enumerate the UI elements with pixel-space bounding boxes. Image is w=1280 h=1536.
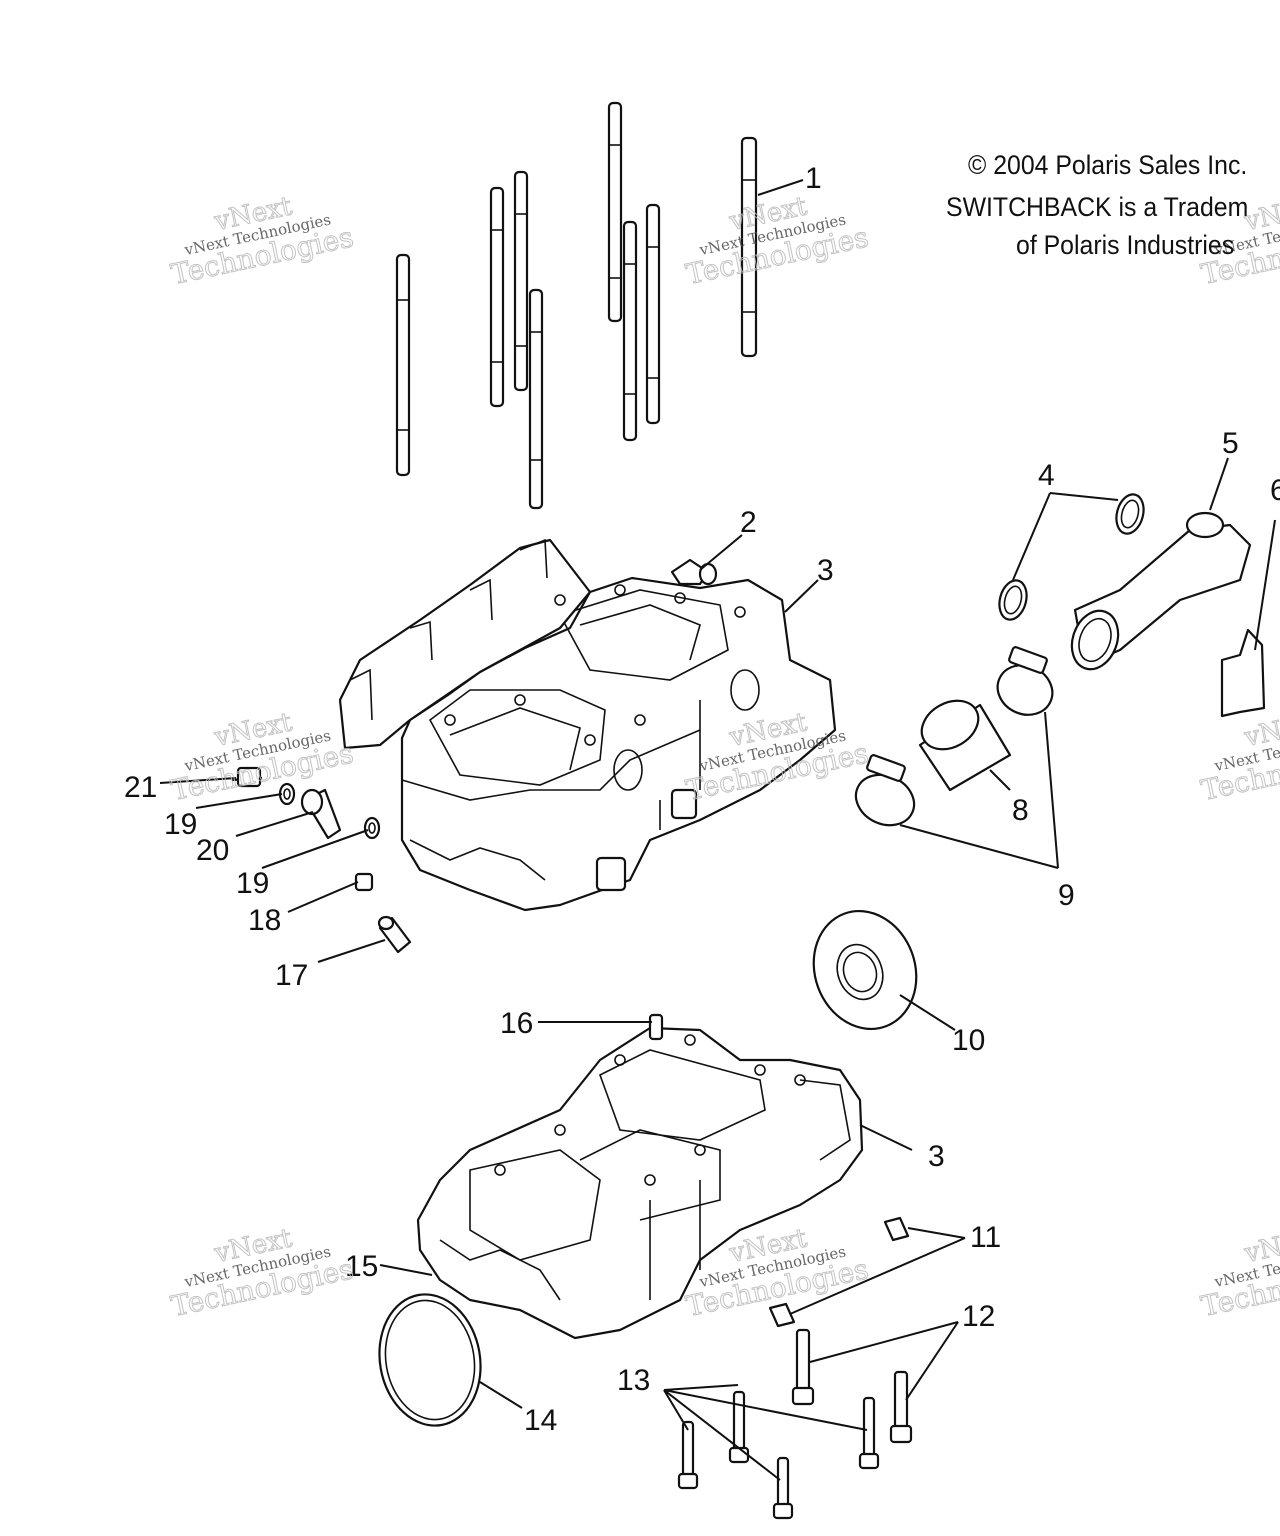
hose-8 [918, 699, 1012, 792]
elbow-fitting-5 [1070, 511, 1252, 671]
callout-21: 21 [124, 771, 157, 804]
leader-lines [159, 179, 1276, 1481]
stud-4 [528, 288, 544, 510]
callout-12: 12 [962, 1300, 995, 1333]
dowel-pin-2 [670, 558, 718, 586]
callout-labels: 1 2 3 4 5 6 8 9 10 3 11 12 13 14 15 16 1… [124, 162, 1280, 1437]
o-ring-4a [998, 579, 1028, 621]
upper-crankcase [338, 538, 837, 912]
stud-5 [607, 101, 623, 323]
fitting-20 [300, 788, 342, 840]
bolt-21 [231, 766, 263, 788]
callout-4: 4 [1038, 459, 1055, 492]
callout-3-lower: 3 [928, 1140, 945, 1173]
stud-7 [645, 203, 661, 425]
bolt-13d [772, 1456, 794, 1520]
snap-ring-14 [378, 1293, 482, 1427]
stud-3 [513, 170, 529, 392]
callout-1: 1 [805, 162, 822, 195]
callout-10: 10 [952, 1024, 985, 1057]
hose-clamp-9a [854, 754, 916, 827]
callout-3-upper: 3 [817, 554, 834, 587]
callout-13: 13 [617, 1364, 650, 1397]
o-ring-4b [1115, 493, 1145, 535]
oil-seal-10 [812, 909, 918, 1031]
pin-17 [377, 915, 412, 954]
stud-1 [395, 253, 411, 477]
bolt-13b [858, 1396, 880, 1470]
callout-19-upper: 19 [164, 808, 197, 841]
washer-19a [278, 782, 296, 806]
bolt-12b [889, 1370, 913, 1444]
hose-clamp-9b [996, 646, 1054, 716]
callout-2: 2 [740, 506, 757, 539]
lower-crankcase [416, 1013, 864, 1340]
callout-19-lower: 19 [236, 867, 269, 900]
bolt-13c [677, 1420, 699, 1490]
plug-11b [768, 1302, 796, 1328]
stud-2 [489, 186, 505, 408]
bolt-12a [791, 1328, 815, 1406]
stud-6 [622, 220, 638, 442]
callout-16: 16 [500, 1007, 533, 1040]
callout-6: 6 [1270, 474, 1280, 507]
callout-5: 5 [1222, 427, 1239, 460]
bolt-13a [728, 1390, 750, 1464]
stud-8 [740, 136, 758, 358]
copyright-line-3: of Polaris Industries [1016, 230, 1235, 260]
callout-9: 9 [1058, 879, 1075, 912]
copyright-line-2: SWITCHBACK is a Tradem [946, 192, 1249, 222]
callout-18: 18 [248, 904, 281, 937]
callout-11: 11 [970, 1221, 1001, 1254]
crankcase-studs [395, 101, 758, 510]
washer-19b [363, 816, 381, 840]
plug-11a [883, 1216, 910, 1242]
callout-15: 15 [345, 1250, 378, 1283]
plug-18 [354, 872, 374, 892]
callout-17: 17 [275, 959, 308, 992]
copyright-line-1: © 2004 Polaris Sales Inc. [968, 150, 1248, 180]
callout-8: 8 [1012, 794, 1029, 827]
bracket-6 [1220, 628, 1266, 718]
callout-14: 14 [524, 1404, 557, 1437]
callout-20: 20 [196, 834, 229, 867]
